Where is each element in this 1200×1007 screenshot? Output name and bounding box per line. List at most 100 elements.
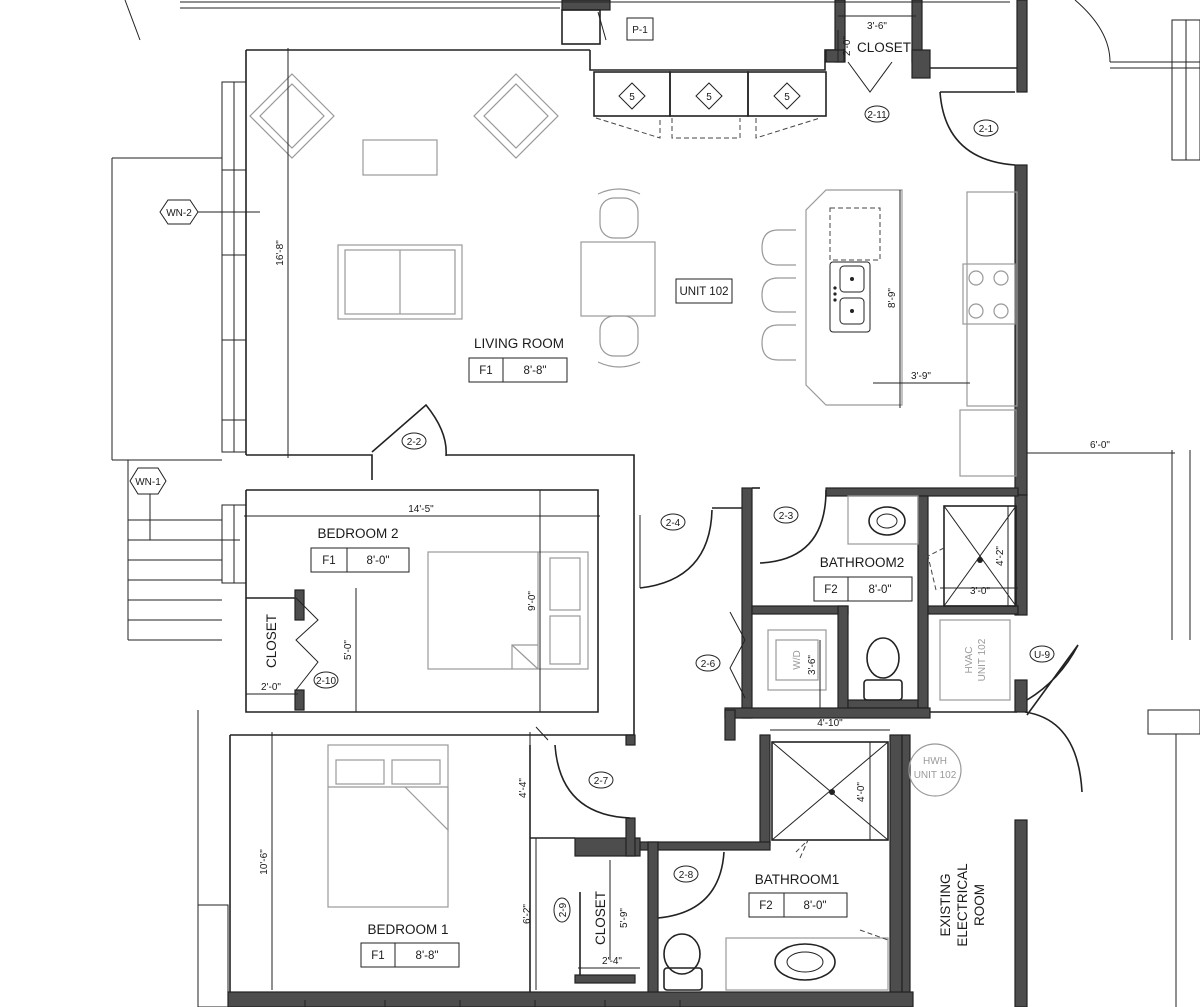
door-tag: 2-11 (864, 105, 890, 123)
svg-text:2-10: 2-10 (316, 676, 336, 687)
hwh-label: HWH UNIT 102 (914, 756, 957, 781)
kitchen (805, 189, 1018, 477)
living-room-floor-tag: F1 8'-8" (468, 357, 568, 383)
door-tag: 2-10 (313, 671, 339, 689)
dim-bedroom1-depth: 10'-6" (259, 849, 270, 875)
bathroom1-label: BATHROOM1 (755, 872, 840, 887)
bathroom1-fixtures (663, 741, 962, 991)
water-heater (908, 743, 962, 797)
dim-corridor-width: 6'-0" (1090, 440, 1110, 451)
svg-text:EXISTING: EXISTING (938, 873, 953, 936)
right-corridor (1074, 0, 1200, 1007)
kitchen-counter (966, 191, 1018, 407)
cabinets (593, 71, 827, 139)
svg-text:2-6: 2-6 (701, 659, 716, 670)
kitchen-sink (829, 261, 871, 333)
svg-text:UNIT 102: UNIT 102 (977, 638, 988, 681)
hvac-label: HVAC UNIT 102 (964, 638, 988, 681)
doors (295, 61, 1083, 975)
svg-text:8'-0": 8'-0" (869, 584, 892, 596)
living-room-label: LIVING ROOM (474, 336, 564, 351)
dim-living-height: 16'-8" (275, 240, 286, 266)
svg-text:HWH: HWH (923, 756, 947, 767)
svg-text:2-1: 2-1 (979, 124, 994, 135)
toilet2 (863, 637, 903, 701)
dim-bedroom2-depth: 9'-0" (527, 591, 538, 611)
bedroom2-floor-tag: F1 8'-0" (310, 547, 410, 573)
living-room-windows (221, 81, 247, 584)
coffee-table (362, 139, 438, 176)
closet-bed1-label: CLOSET (593, 891, 608, 945)
svg-text:WN-2: WN-2 (166, 208, 192, 219)
hvac-unit (939, 619, 1011, 701)
bedroom1-label: BEDROOM 1 (367, 922, 448, 937)
window-tag-wn2: WN-2 (159, 199, 260, 225)
dim-closet-top-width: 3'-6" (867, 21, 887, 32)
dim-bedroom2-width: 14'-5" (408, 504, 434, 515)
svg-text:F2: F2 (759, 900, 772, 912)
closet-top-label: CLOSET (857, 40, 911, 55)
bathroom2-label: BATHROOM2 (820, 555, 905, 570)
dining-table (580, 188, 656, 368)
svg-text:8'-0": 8'-0" (804, 900, 827, 912)
bathroom2-fixtures (767, 495, 1017, 701)
svg-text:2-8: 2-8 (679, 870, 694, 881)
svg-text:HVAC: HVAC (964, 646, 975, 673)
svg-text:2-4: 2-4 (666, 518, 681, 529)
armchair-left (249, 73, 335, 159)
svg-text:WN-1: WN-1 (135, 477, 161, 488)
door-tag: 2-2 (401, 432, 427, 450)
window-tag-wn1: WN-1 (129, 467, 240, 541)
door-tag: 2-9 (553, 897, 571, 923)
cabinet-tag: 5 (629, 92, 635, 103)
bathroom2-floor-tag: F2 8'-0" (813, 576, 913, 602)
dim-shower2-depth: 4'-2" (995, 546, 1006, 566)
cabinet-tag: 5 (706, 92, 712, 103)
electrical-room-label: EXISTING ELECTRICAL ROOM (938, 863, 987, 947)
svg-text:F1: F1 (322, 555, 335, 567)
svg-text:2-7: 2-7 (594, 776, 609, 787)
cabinet-tag: 5 (784, 92, 790, 103)
panel-p1 (561, 9, 654, 45)
door-tag: U-9 (1029, 645, 1055, 663)
bedroom2-bed (427, 551, 589, 670)
dim-island-length: 8'-9" (887, 288, 898, 308)
door-tag: 2-1 (973, 119, 999, 137)
sofa (337, 244, 463, 320)
door-tag: 2-6 (695, 654, 721, 672)
svg-text:2-9: 2-9 (558, 902, 569, 917)
refrigerator (959, 409, 1017, 477)
living-room-furniture (249, 73, 796, 368)
dim-shower1-depth: 4'-0" (856, 782, 867, 802)
bedroom1-bed (327, 744, 449, 908)
kitchen-island (805, 189, 903, 406)
svg-text:2-2: 2-2 (407, 437, 422, 448)
door-tag: 2-7 (588, 771, 614, 789)
closet-bed2-label: CLOSET (264, 614, 279, 668)
dim-wd-depth: 3'-6" (807, 655, 818, 675)
vanity1 (725, 937, 889, 991)
svg-text:U-9: U-9 (1034, 650, 1051, 661)
svg-text:8'-8": 8'-8" (416, 950, 439, 962)
walls (180, 0, 1028, 1007)
svg-text:UNIT 102: UNIT 102 (679, 286, 728, 298)
svg-text:8'-0": 8'-0" (367, 555, 390, 567)
svg-text:ELECTRICAL: ELECTRICAL (955, 863, 970, 947)
svg-text:UNIT 102: UNIT 102 (914, 770, 957, 781)
svg-text:8'-8": 8'-8" (524, 365, 547, 377)
svg-text:F2: F2 (824, 584, 837, 596)
svg-text:2-3: 2-3 (779, 511, 794, 522)
door-tag: 2-4 (660, 513, 686, 531)
cooktop (962, 263, 1016, 325)
dim-island-depth: 3'-9" (911, 371, 931, 382)
bar-stools (761, 229, 796, 361)
panel-tag: P-1 (632, 25, 648, 36)
dim-hall-depth: 4'-4" (518, 778, 529, 798)
bedroom2-label: BEDROOM 2 (317, 526, 398, 541)
svg-text:F1: F1 (371, 950, 384, 962)
armchair-right (473, 73, 559, 159)
door-tag: 2-3 (773, 506, 799, 524)
svg-text:ROOM: ROOM (972, 884, 987, 926)
dim-shower2-width: 3'-0" (970, 586, 990, 597)
